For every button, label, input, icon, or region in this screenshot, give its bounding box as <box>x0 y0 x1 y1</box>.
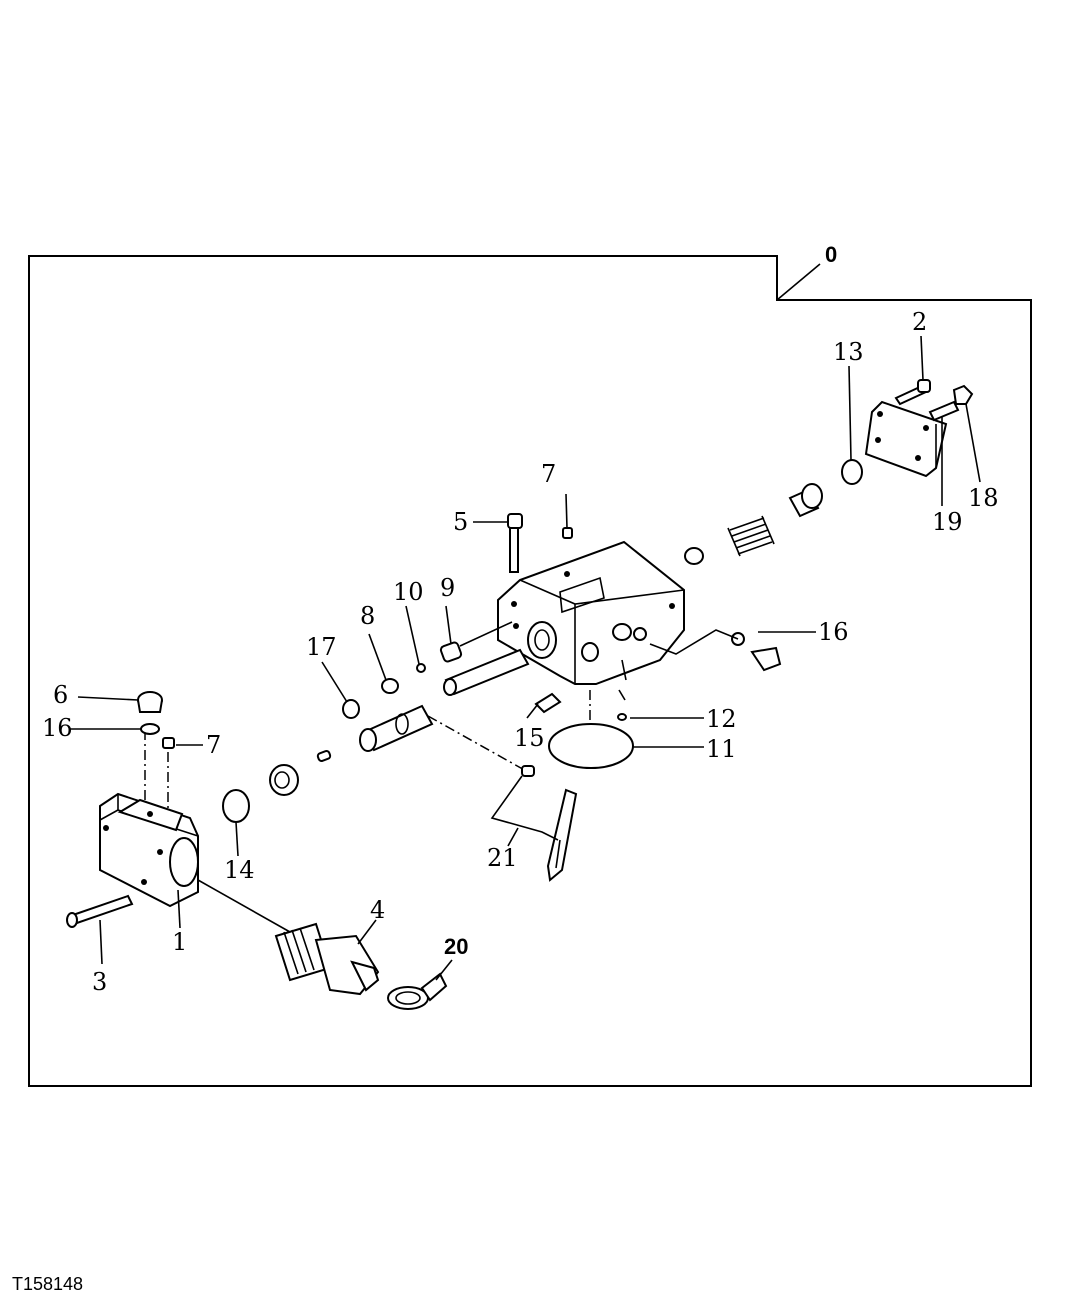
washer <box>684 547 704 565</box>
bolt-part-2 <box>894 379 931 406</box>
callout-16-left: 16 <box>42 714 73 742</box>
spring <box>727 515 775 557</box>
callout-7-upper: 7 <box>541 460 556 488</box>
callout-19: 19 <box>932 508 963 536</box>
callout-21: 21 <box>487 844 518 872</box>
callout-8: 8 <box>360 602 375 630</box>
leader-lines <box>70 335 981 981</box>
callout-18: 18 <box>968 484 999 512</box>
o-ring-part-11 <box>548 723 634 769</box>
callout-5: 5 <box>453 508 468 536</box>
callout-4: 4 <box>370 896 385 924</box>
spring-plug <box>788 483 823 518</box>
o-ring-part-13 <box>841 459 863 485</box>
main-valve-housing <box>497 540 685 685</box>
part-15 <box>534 692 562 714</box>
assembly-frame <box>28 255 1032 1087</box>
o-ring-part-14 <box>222 789 250 823</box>
callout-11: 11 <box>706 735 737 763</box>
plug-part-7-upper <box>562 527 573 539</box>
callout-10: 10 <box>393 578 424 606</box>
callout-6: 6 <box>53 681 68 709</box>
screw-part-19 <box>928 400 960 422</box>
callout-0: 0 <box>825 242 837 267</box>
figure-id: T158148 <box>12 1274 83 1294</box>
bolt-part-3 <box>66 894 134 928</box>
plug-part-9 <box>439 621 513 663</box>
housing-spool <box>443 648 530 696</box>
callout-17: 17 <box>306 633 337 661</box>
callout-0-leader <box>776 263 821 301</box>
callout-15: 15 <box>514 724 545 752</box>
callout-3: 3 <box>92 968 107 996</box>
callout-12: 12 <box>706 705 737 733</box>
cap-part-6 <box>137 691 163 713</box>
callout-2: 2 <box>912 308 927 336</box>
callout-13: 13 <box>833 338 864 366</box>
nut-part-18 <box>952 384 974 405</box>
callout-20: 20 <box>444 934 468 959</box>
plug-part-8 <box>381 678 399 694</box>
bolt-part-5 <box>507 513 523 573</box>
sensor-part-4 <box>197 879 380 996</box>
callout-14: 14 <box>224 856 255 884</box>
plug-right <box>750 646 782 672</box>
end-cover <box>864 400 948 478</box>
ball-part-10 <box>416 663 426 673</box>
callout-1: 1 <box>172 928 187 956</box>
center-spool <box>359 704 434 752</box>
o-ring-part-16-left <box>140 723 160 735</box>
piston <box>269 764 299 796</box>
tool-part-21 <box>546 788 578 882</box>
seal-part-17 <box>342 699 360 719</box>
left-valve-block <box>99 792 199 908</box>
clamp-part-20 <box>387 972 448 1010</box>
callout-7-left: 7 <box>206 731 221 759</box>
callout-9: 9 <box>440 574 455 602</box>
part-12 <box>617 713 627 721</box>
callout-16-right: 16 <box>818 618 849 646</box>
plug-part-7-left <box>162 737 175 749</box>
